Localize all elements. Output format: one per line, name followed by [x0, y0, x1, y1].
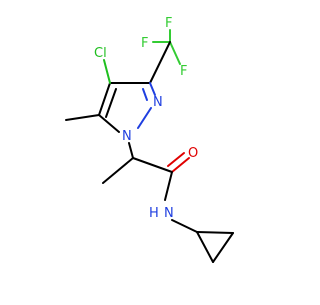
molecule-diagram: Cl F F F N N O N H [65, 16, 234, 263]
bond-cyclopropyl-a [196, 231, 214, 263]
atom-label-n-ring-1: N [122, 129, 132, 144]
bond-c4-c5-double [105, 88, 117, 118]
structure-canvas: Cl F F F N N O N H [65, 16, 234, 263]
bond-n1-ch [128, 142, 134, 159]
bond-cf3-f-right [169, 41, 181, 65]
atom-label-f1: F [141, 36, 148, 51]
atom-label-o: O [188, 146, 198, 161]
bond-ch-methyl [102, 157, 134, 184]
bond-c4-c5 [98, 82, 111, 116]
bond-carbonyl-o-double [167, 152, 185, 167]
atom-label-cl: Cl [94, 46, 107, 61]
bond-n2-c3 [149, 82, 156, 96]
bond-cyclopropyl-c [196, 231, 234, 234]
bond-n2-c3-double [142, 88, 148, 101]
bond-c4-cl [103, 59, 111, 84]
bond-c5-n1 [98, 114, 120, 133]
bond-carbonyl-n [164, 171, 173, 201]
bond-cyclopropyl-b [212, 232, 234, 263]
atom-label-amide-n: N [164, 206, 174, 221]
atom-label-f3: F [180, 64, 187, 79]
bond-c5-methyl [65, 114, 100, 121]
bond-ch-carbonyl [132, 157, 173, 173]
atom-label-amide-h: H [149, 206, 159, 221]
atom-label-f2: F [165, 16, 172, 31]
bond-n1-n2 [137, 107, 152, 129]
atom-label-n-ring-2: N [153, 95, 163, 110]
bond-n-cyclopropyl [171, 219, 198, 233]
bond-c3-cf3 [149, 41, 171, 84]
bond-carbonyl-o [171, 157, 190, 173]
